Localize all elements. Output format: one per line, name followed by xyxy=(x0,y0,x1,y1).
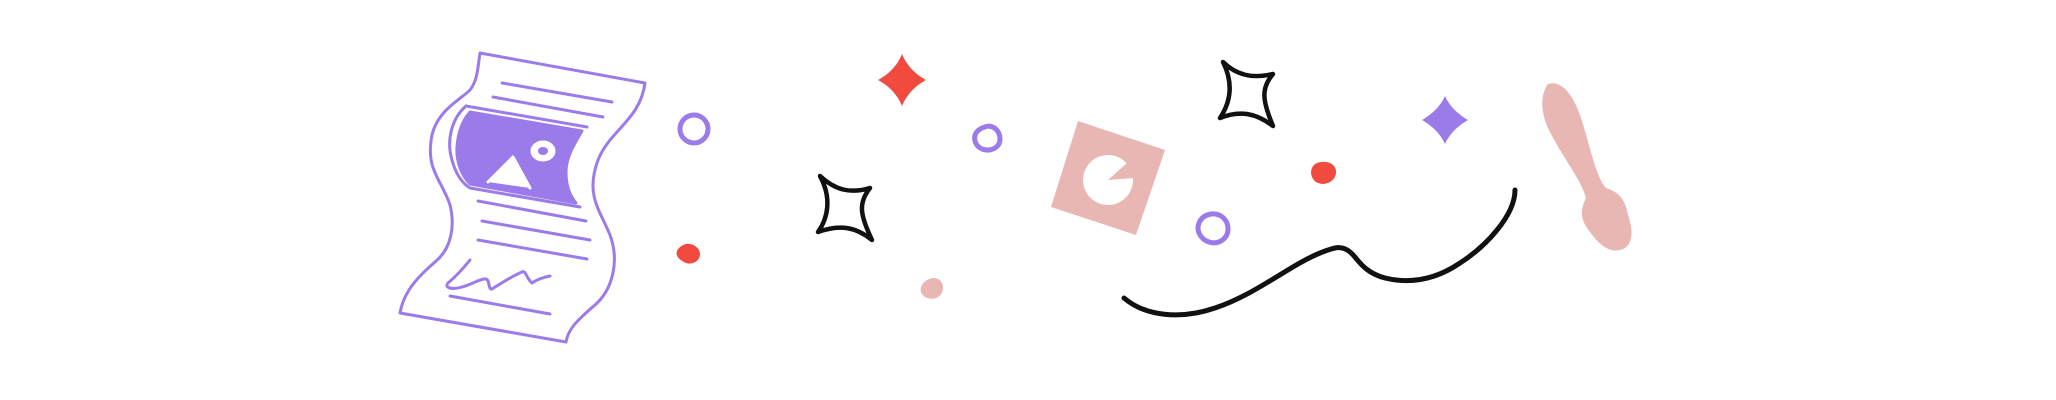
squiggle-line-icon xyxy=(1121,187,1518,318)
dot-icon xyxy=(920,278,944,299)
dot-icon xyxy=(676,243,700,264)
ring-icon xyxy=(972,123,1003,153)
picture-card-icon xyxy=(1051,121,1165,235)
dot-icon xyxy=(1311,161,1336,184)
sparkle-outline-icon xyxy=(815,173,875,243)
document-image-icon xyxy=(398,51,647,344)
ring-icon xyxy=(1195,211,1231,246)
sparkle-filled-icon xyxy=(878,54,926,106)
ring-icon xyxy=(677,112,711,146)
spoon-blob-icon xyxy=(1542,83,1632,251)
sparkle-outline-icon xyxy=(1217,59,1276,129)
sparkle-filled-icon xyxy=(1422,96,1468,144)
